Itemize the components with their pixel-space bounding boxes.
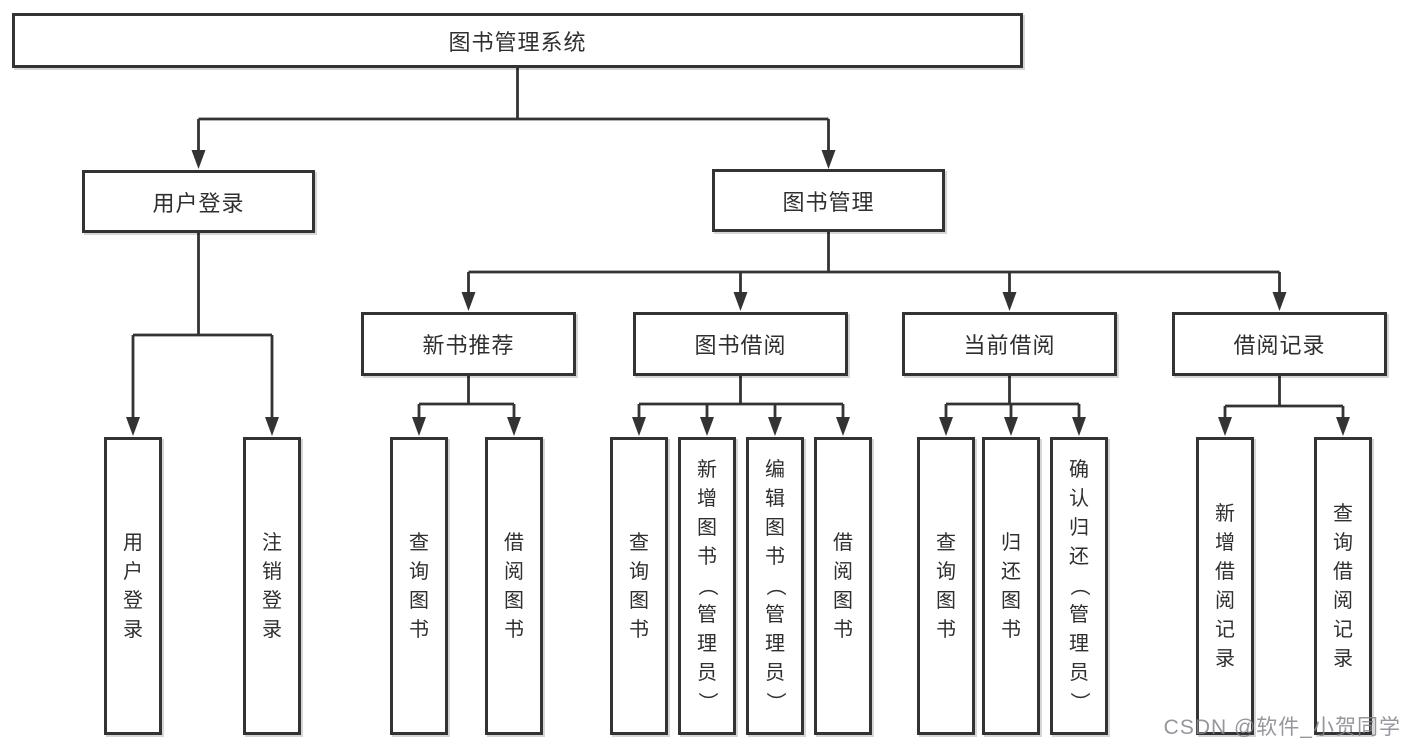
vertical-char: 确 (1069, 459, 1089, 481)
vertical-char: 理 (1069, 633, 1089, 655)
leaf-add-borrow-record: 新增借阅记录 (1196, 437, 1254, 735)
vertical-char: 书 (697, 546, 717, 568)
vertical-char: （ (696, 576, 718, 596)
vertical-char: 询 (409, 560, 429, 583)
node-borrow-records: 借阅记录 (1172, 312, 1387, 376)
vertical-char: 借 (1333, 560, 1353, 583)
leaf-add-books-admin: 新增图书 （ 管理员 ） (678, 437, 736, 735)
vertical-char: 阅 (1333, 589, 1353, 612)
vertical-char: 员 (765, 662, 785, 684)
vertical-char: 归 (1069, 517, 1089, 539)
leaf-borrow-books-2: 借阅图书 (814, 437, 872, 735)
vertical-char: 图 (629, 589, 649, 612)
vertical-char: 还 (1001, 560, 1021, 583)
vertical-char: 户 (123, 560, 143, 583)
vertical-char: 书 (629, 618, 649, 641)
vertical-char: 理 (697, 633, 717, 655)
vertical-char: 增 (1215, 531, 1235, 554)
csdn-watermark: CSDN @软件_小贺同学 (1163, 716, 1401, 739)
node-book-management: 图书管理 (712, 169, 945, 232)
leaf-query-books-2: 查询图书 (610, 437, 668, 735)
vertical-char: （ (1068, 576, 1090, 596)
vertical-char: 询 (1333, 531, 1353, 554)
vertical-char: 录 (262, 618, 282, 641)
vertical-char: 增 (697, 488, 717, 510)
vertical-char: 阅 (833, 560, 853, 583)
vertical-char: 书 (409, 618, 429, 641)
leaf-query-borrow-record: 查询借阅记录 (1314, 437, 1372, 735)
vertical-char: 录 (123, 618, 143, 641)
vertical-char: 还 (1069, 546, 1089, 568)
vertical-char: 书 (765, 546, 785, 568)
leaf-user-login: 用户登录 (104, 437, 162, 735)
vertical-char: 借 (833, 531, 853, 554)
leaf-query-books-3: 查询图书 (917, 437, 975, 735)
vertical-char: 登 (123, 589, 143, 612)
vertical-char: 辑 (765, 488, 785, 510)
vertical-char: 书 (936, 618, 956, 641)
vertical-char: ） (764, 692, 786, 712)
vertical-char: 录 (1333, 647, 1353, 670)
vertical-char: 书 (1001, 618, 1021, 641)
vertical-char: 归 (1001, 531, 1021, 554)
leaf-borrow-books-1: 借阅图书 (485, 437, 543, 735)
vertical-char: 查 (629, 531, 649, 554)
vertical-char: 登 (262, 589, 282, 612)
leaf-query-books-1: 查询图书 (390, 437, 448, 735)
vertical-char: 图 (409, 589, 429, 612)
vertical-char: 查 (1333, 502, 1353, 525)
vertical-char: 图 (1001, 589, 1021, 612)
leaf-logout: 注销登录 (243, 437, 301, 735)
vertical-char: 图 (504, 589, 524, 612)
vertical-char: 用 (123, 531, 143, 554)
vertical-char: 询 (936, 560, 956, 583)
vertical-char: 查 (936, 531, 956, 554)
leaf-edit-books-admin: 编辑图书 （ 管理员 ） (746, 437, 804, 735)
vertical-char: 新 (1215, 502, 1235, 525)
vertical-char: 询 (629, 560, 649, 583)
vertical-char: 管 (697, 604, 717, 626)
vertical-char: 录 (1215, 647, 1235, 670)
vertical-char: 图 (697, 517, 717, 539)
vertical-char: 理 (765, 633, 785, 655)
vertical-char: ） (1068, 692, 1090, 712)
leaf-return-books: 归还图书 (982, 437, 1040, 735)
vertical-char: ） (696, 692, 718, 712)
vertical-char: 编 (765, 459, 785, 481)
vertical-char: 借 (504, 531, 524, 554)
node-user-login: 用户登录 (82, 170, 315, 233)
vertical-char: 员 (697, 662, 717, 684)
vertical-char: 图 (833, 589, 853, 612)
vertical-char: 注 (262, 531, 282, 554)
vertical-char: 新 (697, 459, 717, 481)
vertical-char: 阅 (504, 560, 524, 583)
node-current-borrow: 当前借阅 (902, 312, 1117, 376)
vertical-char: 认 (1069, 488, 1089, 510)
vertical-char: 图 (936, 589, 956, 612)
vertical-char: 查 (409, 531, 429, 554)
vertical-char: 图 (765, 517, 785, 539)
node-book-borrow: 图书借阅 (633, 312, 848, 376)
vertical-char: （ (764, 576, 786, 596)
node-new-book-recommend: 新书推荐 (361, 312, 576, 376)
leaf-confirm-return-admin: 确认归还 （ 管理员 ） (1050, 437, 1108, 735)
vertical-char: 管 (765, 604, 785, 626)
node-root: 图书管理系统 (12, 13, 1023, 68)
vertical-char: 记 (1333, 618, 1353, 641)
vertical-char: 记 (1215, 618, 1235, 641)
vertical-char: 员 (1069, 662, 1089, 684)
vertical-char: 书 (833, 618, 853, 641)
vertical-char: 阅 (1215, 589, 1235, 612)
vertical-char: 借 (1215, 560, 1235, 583)
vertical-char: 销 (262, 560, 282, 583)
vertical-char: 书 (504, 618, 524, 641)
vertical-char: 管 (1069, 604, 1089, 626)
